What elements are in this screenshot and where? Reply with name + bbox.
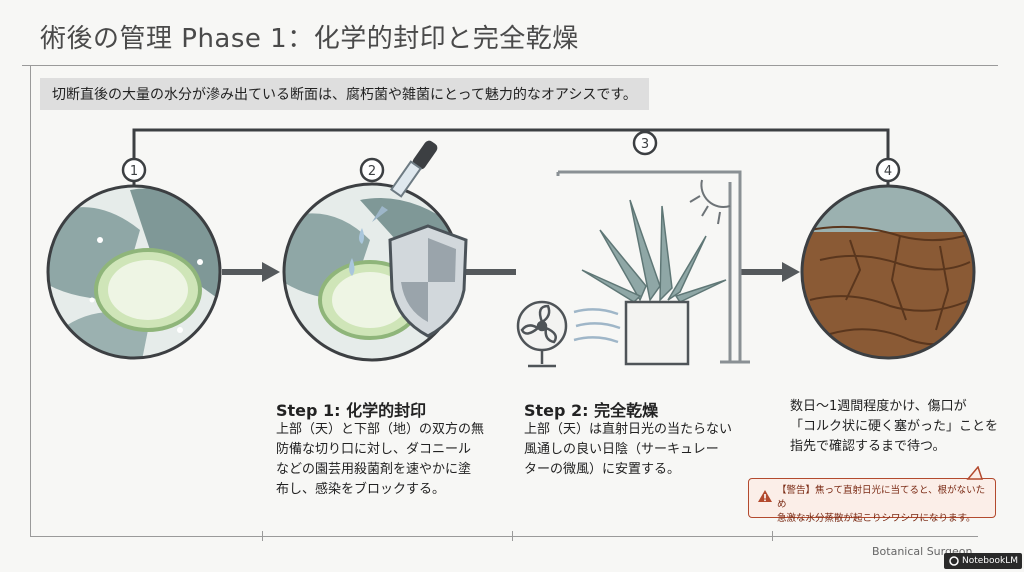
fresh-cut-illustration: [46, 184, 222, 360]
sun-icon: [689, 179, 731, 225]
warning-text: 【警告】焦って直射日光に当てると、根がないため 急激な水分蒸散が起こりシワシワに…: [777, 485, 986, 524]
frame-tick: [262, 531, 263, 541]
dropper-icon: [349, 140, 438, 276]
corked-wound-illustration: [800, 184, 976, 360]
flow-arrow: [462, 269, 516, 275]
step-2-title: Step 2: 完全乾燥: [524, 401, 659, 420]
fan-icon: [516, 300, 568, 368]
svg-text:1: 1: [130, 164, 138, 179]
step-marker: 4: [875, 157, 901, 183]
step-marker: 2: [359, 157, 385, 183]
frame-tick: [512, 531, 513, 541]
plant-icon: [581, 199, 727, 303]
svg-text:2: 2: [368, 164, 376, 179]
step-marker: 3: [632, 130, 658, 156]
flow-arrow: [740, 262, 800, 282]
svg-text:4: 4: [884, 164, 892, 179]
drying-station-illustration: [516, 170, 750, 368]
svg-text:3: 3: [641, 137, 649, 152]
pot-icon: [624, 300, 690, 366]
airflow-icon: [573, 308, 621, 344]
notebooklm-icon: [949, 556, 959, 566]
result-description: 数日〜1週間程度かけ、傷口が 「コルク状に硬く塞がった」ことを 指先で確認するま…: [790, 399, 999, 454]
shield-icon: [388, 224, 468, 338]
step-1-title: Step 1: 化学的封印: [276, 401, 427, 420]
frame-tick: [772, 531, 773, 541]
step-marker: 1: [121, 157, 147, 183]
fungicide-illustration: [282, 182, 462, 362]
subtitle-banner: 切断直後の大量の水分が滲み出ている断面は、腐朽菌や雑菌にとって魅力的なオアシスで…: [40, 78, 649, 110]
step-1-description: 上部（天）と下部（地）の双方の無 防備な切り口に対し、ダコニール などの園芸用殺…: [276, 422, 485, 497]
notebooklm-badge: NotebookLM: [944, 553, 1022, 569]
frame-bottom-line: [30, 536, 978, 537]
frame-left-line: [30, 65, 31, 537]
callout-pointer: [966, 466, 984, 480]
flow-arrow: [222, 262, 280, 282]
warning-callout: 【警告】焦って直射日光に当てると、根がないため 急激な水分蒸散が起こりシワシワに…: [748, 478, 996, 524]
warning-icon: [758, 490, 772, 502]
step-2-description: 上部（天）は直射日光の当たらない 風通しの良い日陰（サーキュレー ターの微風）に…: [524, 422, 733, 477]
page-title: 術後の管理 Phase 1：化学的封印と完全乾燥: [40, 24, 579, 54]
title-divider: [22, 65, 998, 66]
bracket-line: [132, 128, 890, 186]
